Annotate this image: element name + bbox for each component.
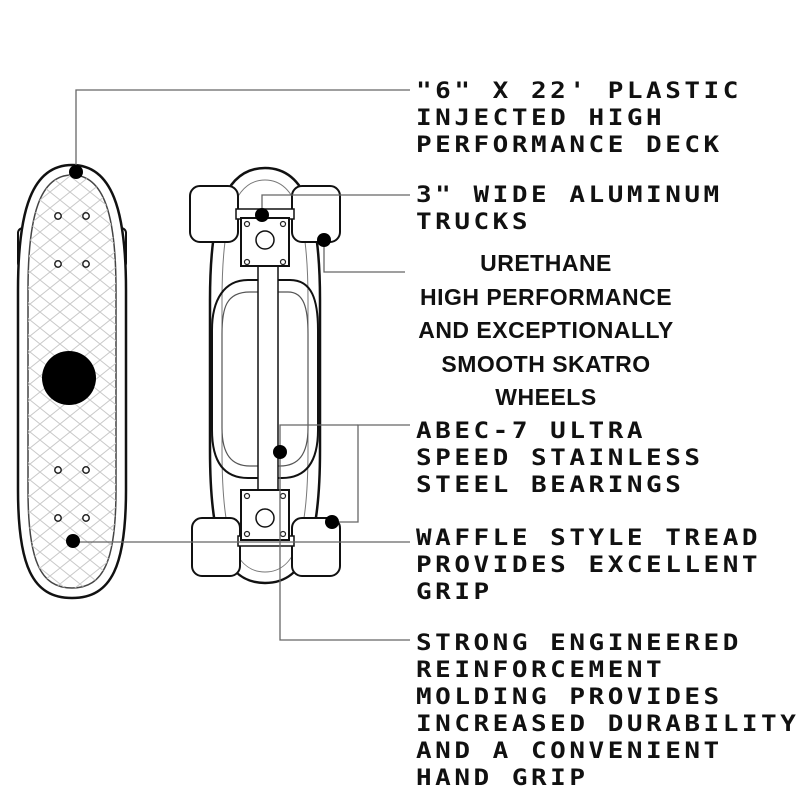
bearings-label: ABEC-7 ULTRA SPEED STAINLESS STEEL BEARI…	[416, 419, 704, 498]
wheels-label: URETHANE HIGH PERFORMANCE AND EXCEPTIONA…	[418, 250, 674, 410]
bearings-leader-2	[279, 424, 358, 452]
callout-dots	[66, 165, 339, 548]
molding-label: STRONG ENGINEERED REINFORCEMENT MOLDING …	[416, 631, 800, 791]
wheel-lower-left	[191, 517, 241, 577]
deck-callout-dot	[69, 165, 83, 179]
wheels-callout-dot	[317, 233, 331, 247]
lower-kingpin	[255, 508, 275, 528]
trucks-leader	[261, 194, 410, 213]
molding-callout-dot	[273, 445, 287, 459]
wheel-upper-left	[189, 185, 239, 243]
center-rail	[257, 261, 279, 493]
trucks-callout-dot	[255, 208, 269, 222]
deck-top-view	[16, 163, 128, 600]
underside-deck-inner	[221, 179, 309, 573]
deck-leader	[75, 89, 410, 172]
tread-label: WAFFLE STYLE TREAD PROVIDES EXCELLENT GR…	[416, 526, 762, 605]
bearings-leader	[332, 424, 410, 523]
upper-kingpin	[255, 230, 275, 250]
deck-bottom-view	[189, 166, 341, 585]
molding-leader	[279, 452, 410, 641]
reinforcement-frame-outer	[211, 279, 319, 479]
tread-callout-dot	[66, 534, 80, 548]
callout-lines	[73, 89, 410, 641]
deck-bolts	[54, 212, 90, 522]
trucks-label: 3" WIDE ALUMINUM TRUCKS	[416, 183, 723, 235]
bearings-callout-dot	[325, 515, 339, 529]
wheel-lower-right	[291, 517, 341, 577]
deck-center-logo	[42, 351, 96, 405]
deck-label: "6" X 22' PLASTIC INJECTED HIGH PERFORMA…	[416, 79, 742, 158]
wheels-leader	[323, 240, 405, 273]
